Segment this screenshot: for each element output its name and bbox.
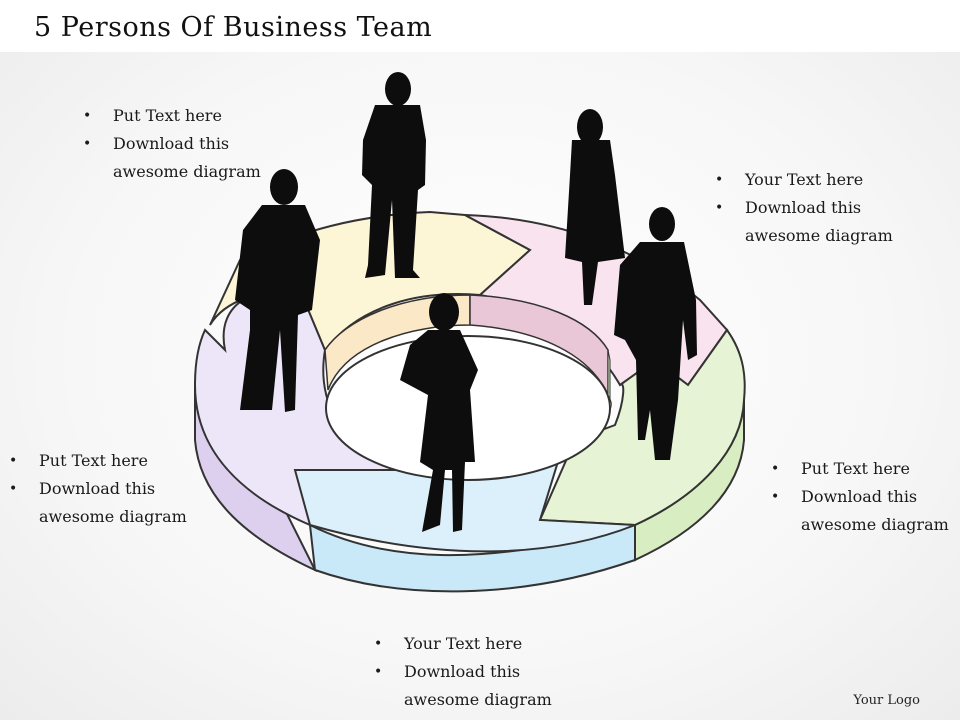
person-man-center xyxy=(362,72,426,278)
note-line-cont: awesome diagram xyxy=(404,690,552,709)
note-line: Put Text here xyxy=(113,106,222,125)
list-item: • Download this xyxy=(715,194,893,222)
list-item: • Your Text here xyxy=(715,166,893,194)
text-note-mid-right: • Put Text here • Download this awesome di… xyxy=(771,455,949,539)
note-line: Download this xyxy=(113,134,230,153)
bullet: • xyxy=(83,136,92,152)
note-line: Download this xyxy=(39,479,156,498)
bullet: • xyxy=(9,481,18,497)
person-woman-right xyxy=(565,109,625,305)
bullet: • xyxy=(83,108,92,124)
bullet: • xyxy=(374,636,383,652)
list-item: • Download this xyxy=(9,475,187,503)
note-line: Download this xyxy=(404,662,521,681)
slide-title: 5 Persons Of Business Team xyxy=(34,12,433,43)
bullet: • xyxy=(715,172,724,188)
note-line: Download this xyxy=(801,487,918,506)
bullet: • xyxy=(771,489,780,505)
text-note-bottom: • Your Text here • Download this awesome d… xyxy=(374,630,552,714)
list-item: • Download this xyxy=(771,483,949,511)
text-note-mid-left: • Put Text here • Download this awesome di… xyxy=(9,447,187,531)
person-woman-center xyxy=(400,293,478,532)
person-man-right xyxy=(614,207,697,460)
list-item: • Download this xyxy=(374,658,552,686)
note-line: Your Text here xyxy=(404,634,523,653)
list-item: • Put Text here xyxy=(771,455,949,483)
logo-placeholder: Your Logo xyxy=(853,693,920,708)
list-item: • Put Text here xyxy=(83,102,261,130)
note-line: Put Text here xyxy=(801,459,910,478)
text-note-top-right: • Your Text here • Download this awesome d… xyxy=(715,166,893,250)
list-item: • Put Text here xyxy=(9,447,187,475)
bullet: • xyxy=(771,461,780,477)
bullet: • xyxy=(374,664,383,680)
note-line: Download this xyxy=(745,198,862,217)
person-man-left xyxy=(235,169,320,412)
list-item: • Your Text here xyxy=(374,630,552,658)
note-line-cont: awesome diagram xyxy=(39,507,187,526)
bullet: • xyxy=(715,200,724,216)
list-item: • Download this xyxy=(83,130,261,158)
note-line-cont: awesome diagram xyxy=(113,162,261,181)
note-line: Your Text here xyxy=(745,170,864,189)
bullet: • xyxy=(9,453,18,469)
note-line-cont: awesome diagram xyxy=(745,226,893,245)
note-line: Put Text here xyxy=(39,451,148,470)
text-note-top-left: • Put Text here • Download this awesome di… xyxy=(83,102,261,186)
note-line-cont: awesome diagram xyxy=(801,515,949,534)
segment-green-inner xyxy=(607,349,612,411)
